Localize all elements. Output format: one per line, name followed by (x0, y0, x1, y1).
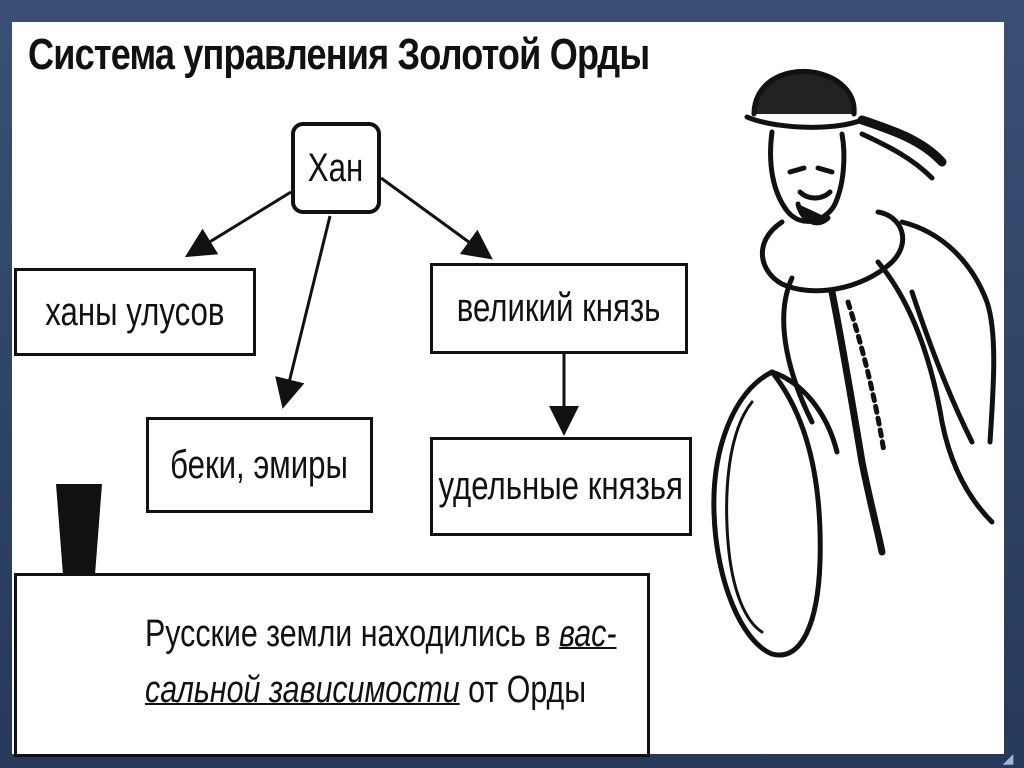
node-appanage-princes: удельные князья (430, 437, 692, 536)
slide-title: Система управления Золотой Орды (28, 30, 650, 79)
node-khan: Хан (291, 122, 381, 214)
node-beks-emirs: беки, эмиры (146, 417, 373, 513)
node-grand-prince: великий князь (430, 263, 688, 354)
node-grand-prince-label: великий князь (457, 286, 661, 330)
node-ulus-khans-label: ханы улусов (45, 289, 225, 334)
note-line1-emphasis: вас- (559, 613, 617, 655)
arrow-khan-to-ulus-khans (184, 190, 292, 258)
note-line1-plain: Русские земли находились в (145, 613, 560, 655)
note-line2-plain: от Орды (459, 669, 587, 711)
corner-arrow-icon: ◢ (1002, 750, 1014, 766)
node-beks-emirs-label: беки, эмиры (170, 442, 349, 487)
arrow-khan-to-beks (275, 215, 332, 409)
node-appanage-princes-label: удельные князья (438, 464, 684, 508)
note-line2-emphasis: сальной зависимости (145, 669, 460, 711)
mongol-warrior-illustration (711, 68, 997, 658)
node-khan-label: Хан (308, 145, 364, 190)
arrow-khan-to-grand-prince (380, 176, 493, 260)
note-box: Русские земли находились в вас- сальной … (14, 573, 650, 757)
slide: Система управления Золотой Орды (12, 22, 1004, 757)
note-text: Русские земли находились в вас- сальной … (145, 606, 617, 718)
node-ulus-khans: ханы улусов (14, 268, 256, 356)
